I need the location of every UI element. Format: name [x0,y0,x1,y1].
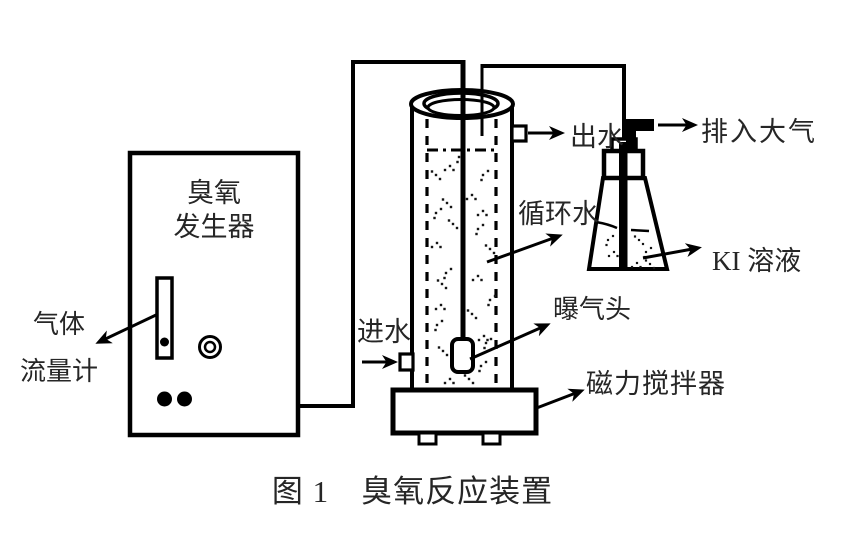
label-aeration-head: 曝气头 [553,295,632,324]
label-gas-flowmeter-line1: 气体 [32,310,85,339]
indicator-dot-right [177,391,192,407]
vent-elbow-pipe [626,119,654,152]
aeration-head [450,337,475,374]
label-gas-flowmeter-line2: 流量计 [19,357,98,386]
pipe-ozone-supply [298,60,464,408]
flask-liquid-level-right [630,228,650,233]
circulating-water-leader-arrow [486,233,563,264]
flask-inner-tube [619,142,628,268]
label-water-outlet: 出水 [570,122,624,152]
label-ozone-generator-line1: 臭氧 [187,178,241,208]
label-gas-flowmeter: 气体 流量计 [0,301,118,395]
flowmeter-float [160,337,169,347]
stirrer-foot-left [417,431,438,446]
pipe-offgas [481,64,626,142]
flowmeter-tube [155,276,174,360]
stirrer-body [390,387,539,436]
inlet-nozzle [398,352,415,372]
label-circulating-water: 循环水 [518,199,599,229]
ki-solution-leader-arrow [642,243,702,260]
stirrer-leader-arrow [533,388,585,411]
outlet-nozzle [510,124,528,143]
indicator-dot-left [157,391,172,407]
figure-caption: 图 1 臭氧反应装置 [271,474,554,509]
bubbles-flask [605,234,656,270]
label-ki-solution: KI 溶液 [712,246,802,276]
flask-liquid-level-left [595,220,618,230]
flowmeter-leader-arrow [95,313,157,344]
stirrer-foot-right [481,431,502,446]
label-ozone-generator: 臭氧 发生器 [139,176,289,244]
aeration-head-leader-arrow [469,323,551,361]
knob-inner-ring [203,340,217,354]
label-vent-to-atmosphere: 排入大气 [701,117,817,147]
label-ozone-generator-line2: 发生器 [173,212,255,242]
label-water-inlet: 进水 [357,317,411,347]
label-magnetic-stirrer: 磁力搅拌器 [586,369,726,399]
